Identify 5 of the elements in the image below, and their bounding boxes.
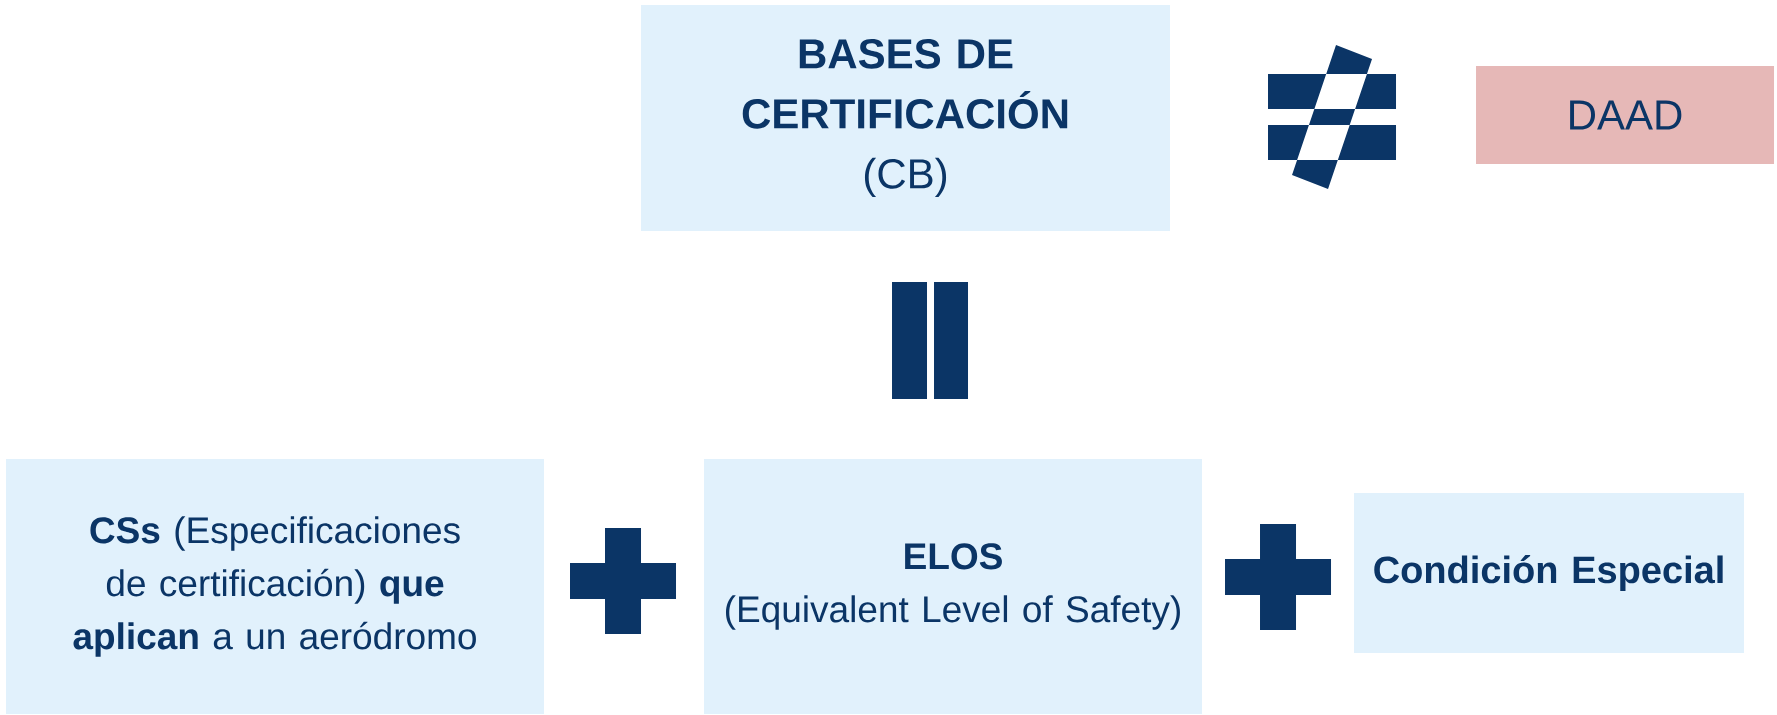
text-box: ELOS (Equivalent Level of Safety) bbox=[704, 459, 1202, 714]
text-box: Condición Especial bbox=[1354, 493, 1744, 653]
text-box: BASES DE CERTIFICACIÓN (CB) bbox=[641, 5, 1170, 231]
text-box: CSs (Especificaciones de certificación) que aplican a un aeródromo bbox=[6, 459, 544, 714]
text-box: DAAD bbox=[1476, 66, 1774, 164]
